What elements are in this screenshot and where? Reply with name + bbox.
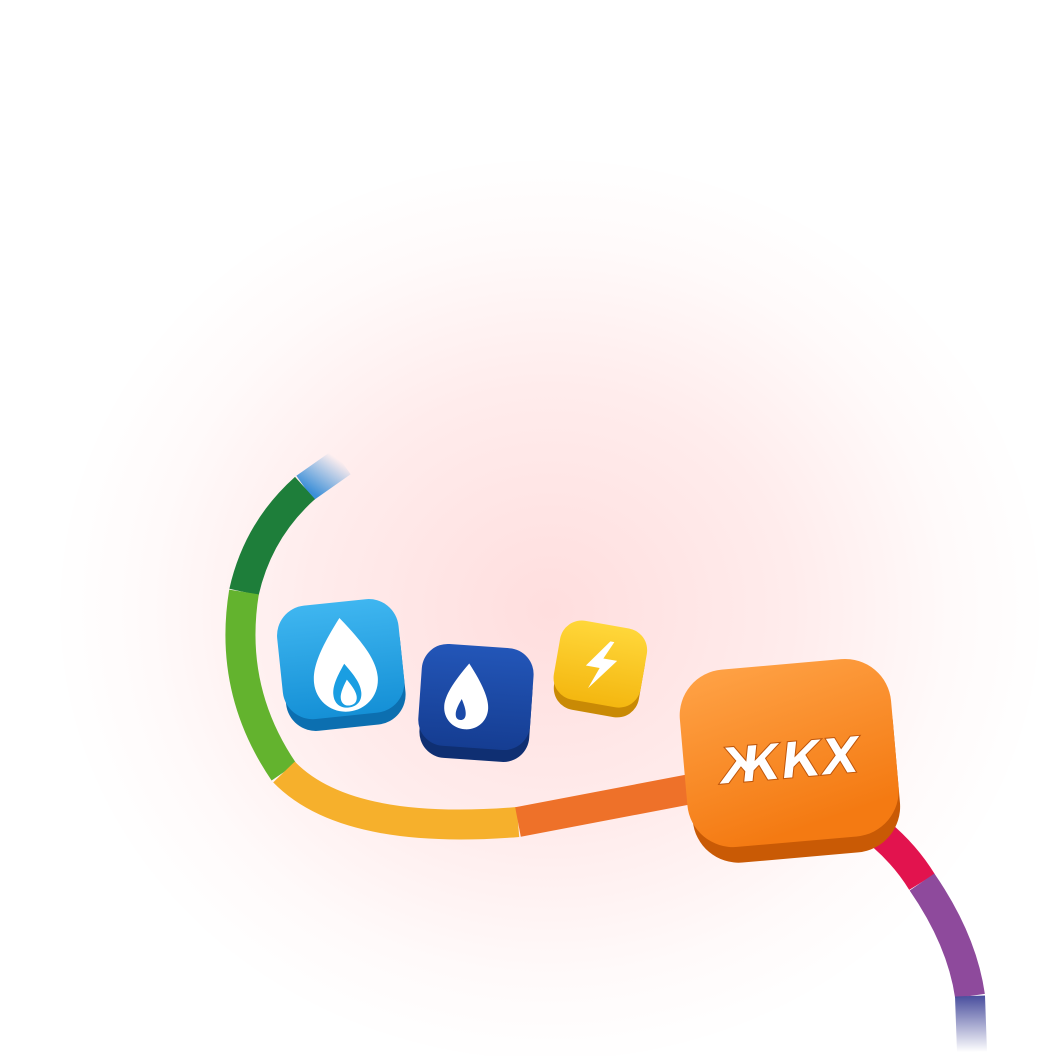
track-segment-dark-green	[229, 476, 316, 596]
track-segment-light-green	[225, 589, 297, 781]
zhkh-tile: ЖКХ	[679, 658, 901, 863]
electricity-tile	[553, 620, 648, 718]
water-tile	[418, 643, 534, 763]
electricity-bolt-icon	[585, 641, 618, 689]
track-segment-blue	[296, 449, 351, 501]
track-segment-purple	[909, 873, 985, 999]
track-segment-yellow	[273, 761, 520, 840]
track-segment-indigo	[955, 995, 987, 1053]
gas-flame-icon	[313, 618, 378, 712]
pink-glow-background	[60, 160, 1040, 1056]
colored-track	[225, 449, 987, 1053]
zhkh-label: ЖКХ	[714, 726, 865, 797]
gas-tile	[277, 599, 406, 731]
track-segment-orange	[515, 770, 715, 837]
water-drop-icon	[444, 663, 489, 730]
